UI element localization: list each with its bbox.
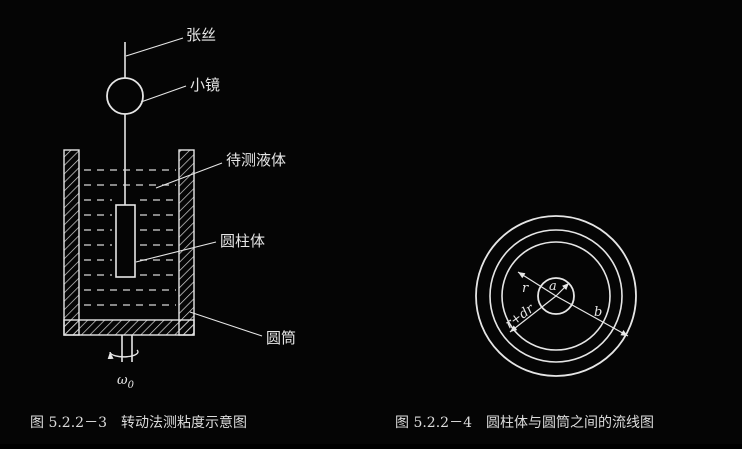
caption-right: 图 5.2.2－4 圆柱体与圆筒之间的流线图 [395,414,654,431]
label-r: r [522,281,529,296]
omega-label: ω0 [117,373,135,391]
outer-tube-circle [475,215,637,377]
leader-cylinder [135,241,217,263]
label-mirror: 小镜 [190,76,220,94]
leader-mirror [140,85,187,103]
streamline-outer [489,229,623,363]
mirror-circle [106,77,144,115]
radius-r-arrow [517,271,557,297]
label-b: b [594,305,602,320]
label-cylinder: 圆柱体 [220,232,265,250]
caption-left: 图 5.2.2－3 转动法测粘度示意图 [30,414,247,431]
streamline-diagram: r a b r+dr 图 5.2.2－4 圆柱体与圆筒之间的流线图 [395,215,654,431]
liquid-dashes [84,169,176,306]
radius-rdr-arrow [509,295,557,333]
viscometer-diagram: ω0 张丝 小镜 待测液体 圆柱体 圆筒 图 5.2.2－3 转动法测粘度示意图 [30,26,296,431]
rotation-arrow-icon [107,349,139,360]
leader-liquid [155,162,223,189]
streamline-inner [501,241,611,351]
label-r-dr: r+dr [503,301,538,332]
label-a: a [549,279,557,294]
tube-bottom-wall [63,319,195,336]
inner-cylinder-circle [537,277,575,315]
tube-right-wall [178,149,195,336]
tube-left-wall [63,149,80,336]
label-tube: 圆筒 [266,329,296,347]
leader-tube [189,311,263,337]
label-liquid: 待测液体 [226,151,286,169]
radius-b-arrow [555,295,629,337]
inner-cylinder [115,204,136,278]
leader-wire [125,37,184,57]
radius-a-arrow [555,282,570,297]
label-wire: 张丝 [186,26,216,44]
